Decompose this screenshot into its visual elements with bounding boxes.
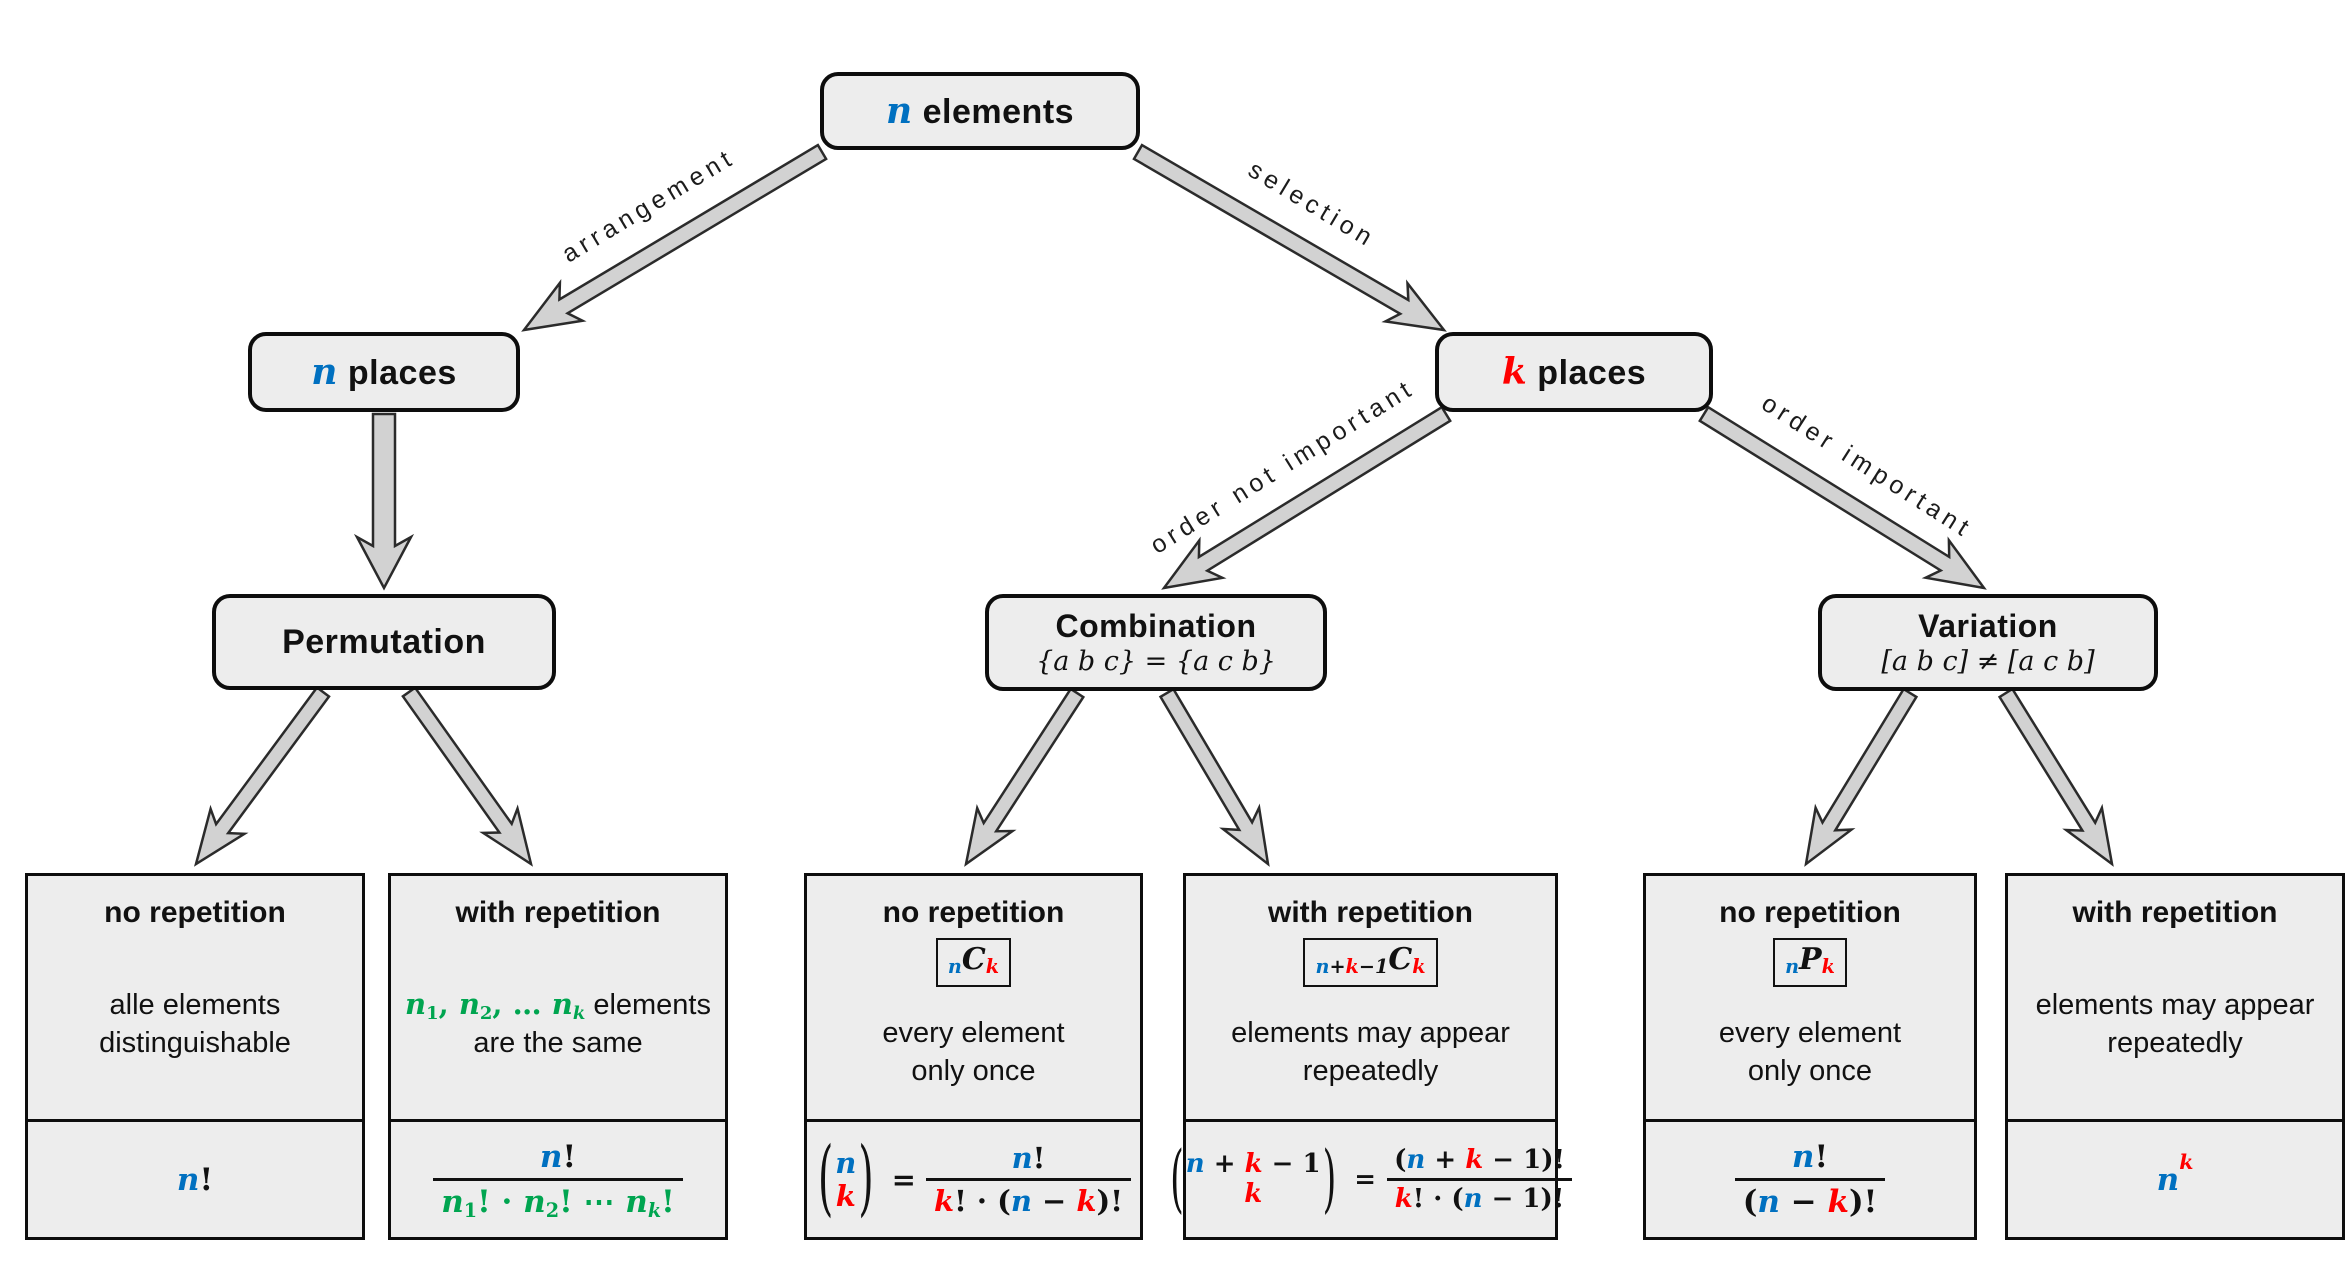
card-variation-no-repetition: no repetition nPk every element only onc… <box>1643 873 1977 1240</box>
card-description: n1, n2, … nk elements are the same <box>405 987 711 1059</box>
card-header: no repetition <box>104 896 286 929</box>
node-variation: Variation [a b c] ≠ [a c b] <box>1818 594 2158 691</box>
formula-n-factorial: n! <box>176 1161 214 1198</box>
card-variation-with-repetition: with repetition elements may appear repe… <box>2005 873 2345 1240</box>
badge-nCk: nCk <box>935 938 1012 987</box>
formula-combination-with-repetition: ( n + k − 1 k ) = (n + k − 1)! k! · (n −… <box>1168 1142 1573 1216</box>
flow-arrow <box>353 412 415 591</box>
badge-n-plus-k-minus-1-Ck: n+k−1Ck <box>1303 938 1438 987</box>
node-combination: Combination {a b c} = {a c b} <box>985 594 1327 691</box>
card-formula-section: ( n + k − 1 k ) = (n + k − 1)! k! · (n −… <box>1170 1122 1573 1237</box>
card-description: alle elements distinguishable <box>99 988 291 1059</box>
flow-arrow <box>401 685 533 867</box>
card-formula-section: n! n1! · n2! ⋯ nk! <box>391 1122 725 1237</box>
node-variation-title: Variation <box>1918 608 2058 644</box>
card-formula-section: n! <box>28 1122 362 1237</box>
var-n: n <box>311 351 338 393</box>
card-header: no repetition <box>882 896 1065 929</box>
card-top: with repetition n+k−1Ck elements may app… <box>1186 876 1555 1122</box>
formula-permutation-with-repetition: n! n1! · n2! ⋯ nk! <box>433 1139 683 1220</box>
card-permutation-no-repetition: no repetition alle elements distinguisha… <box>25 873 365 1240</box>
card-combination-no-repetition: no repetition nCk every element only onc… <box>804 873 1143 1240</box>
card-formula-section: nk <box>2008 1122 2342 1237</box>
card-top: with repetition elements may appear repe… <box>2008 876 2342 1122</box>
card-description: every element only once <box>1718 1017 1902 1087</box>
var-n: n <box>885 90 913 132</box>
card-header: no repetition <box>1719 896 1901 929</box>
formula-variation-no-repetition: n! (n − k)! <box>1734 1139 1886 1220</box>
card-top: no repetition alle elements distinguisha… <box>28 876 362 1122</box>
card-description: every element only once <box>882 1017 1065 1087</box>
node-combination-title: Combination <box>1055 608 1257 644</box>
card-top: with repetition n1, n2, … nk elements ar… <box>391 876 725 1122</box>
card-description: elements may appear repeatedly <box>2035 988 2315 1059</box>
flow-arrow <box>1132 143 1447 332</box>
flow-arrow <box>964 687 1086 867</box>
card-header: with repetition <box>455 896 661 929</box>
flow-arrow <box>193 685 331 867</box>
card-header: with repetition <box>2072 896 2278 929</box>
card-combination-with-repetition: with repetition n+k−1Ck elements may app… <box>1170 873 1573 1240</box>
flow-arrow <box>521 143 828 332</box>
flow-arrow <box>1997 687 2114 867</box>
node-permutation-title: Permutation <box>282 622 486 661</box>
node-variation-subtitle: [a b c] ≠ [a c b] <box>1881 646 2095 677</box>
card-permutation-with-repetition: with repetition n1, n2, … nk elements ar… <box>388 873 728 1240</box>
badge-nPk: nPk <box>1773 938 1847 987</box>
flow-arrow <box>1804 687 1919 867</box>
card-description: elements may appear repeatedly <box>1231 1017 1510 1087</box>
card-top: no repetition nCk every element only onc… <box>807 876 1140 1122</box>
card-top: no repetition nPk every element only onc… <box>1646 876 1974 1122</box>
flow-arrow <box>1698 405 1987 590</box>
card-formula-section: n! (n − k)! <box>1646 1122 1974 1237</box>
formula-n-power-k: nk <box>2156 1149 2194 1198</box>
node-combination-subtitle: {a b c} = {a c b} <box>1036 646 1276 677</box>
var-k: k <box>1501 351 1528 393</box>
card-header: with repetition <box>1268 896 1473 929</box>
flow-arrow <box>1161 405 1452 590</box>
node-permutation: Permutation <box>212 594 556 690</box>
flow-arrow <box>1158 687 1270 867</box>
